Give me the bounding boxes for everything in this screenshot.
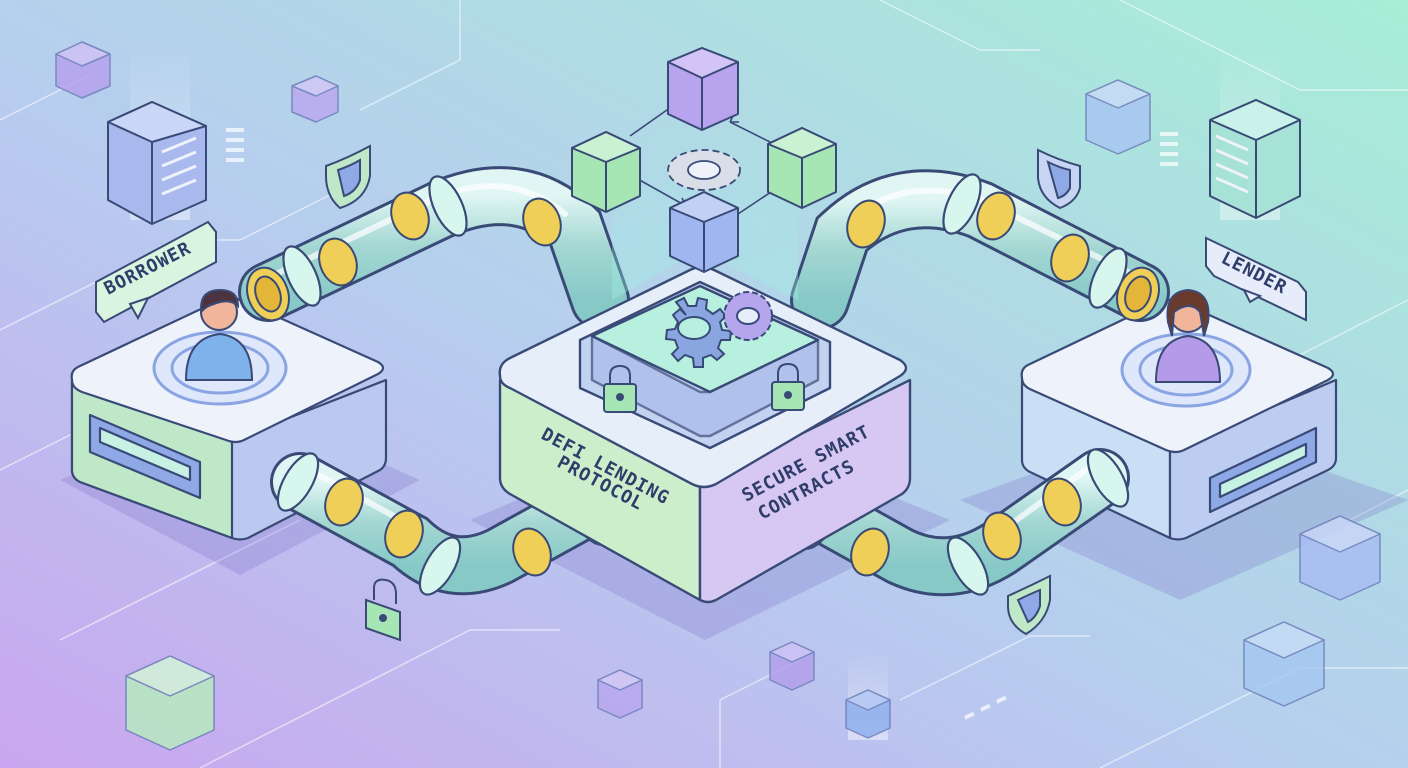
gear-icon — [667, 149, 741, 191]
coin-icon — [850, 527, 890, 577]
coin-icon — [1042, 477, 1082, 527]
cube-icon — [55, 41, 111, 99]
cube-icon — [669, 191, 739, 273]
shield-icon — [1037, 148, 1081, 210]
server-icon — [107, 101, 207, 225]
cube-icon — [597, 669, 643, 719]
coin-icon — [846, 199, 886, 249]
protocol-hub — [498, 265, 912, 604]
lock-icon — [603, 364, 637, 413]
cube-icon — [667, 47, 739, 131]
shield-icon — [325, 144, 371, 210]
cube-icon — [1299, 515, 1381, 601]
cube-icon — [1085, 79, 1151, 155]
cube-icon — [769, 641, 815, 691]
lock-icon — [365, 578, 401, 642]
lender-platform — [1020, 298, 1338, 541]
user-icon — [184, 288, 254, 381]
coin-icon — [324, 477, 364, 527]
coin-icon — [246, 266, 290, 322]
coin-icon — [982, 511, 1022, 561]
gear-icon — [664, 296, 733, 368]
coin-icon — [318, 237, 358, 287]
coins — [246, 191, 1160, 577]
cube-icon — [1243, 621, 1325, 707]
cube-icon — [291, 75, 339, 123]
coin-icon — [384, 509, 424, 559]
gear-icon — [723, 291, 773, 341]
decorative-cubes — [55, 41, 1381, 751]
cube-icon — [125, 655, 215, 751]
cube-icon — [845, 689, 891, 739]
server-icon — [1209, 99, 1301, 219]
shield-icon — [1007, 574, 1051, 636]
data-bits — [226, 128, 1178, 720]
coin-icon — [976, 191, 1016, 241]
coin-icon — [1116, 266, 1160, 322]
coin-icon — [390, 191, 430, 241]
cube-icon — [767, 127, 837, 209]
lock-icon — [771, 362, 805, 411]
coin-icon — [1050, 233, 1090, 283]
coin-icon — [522, 197, 562, 247]
user-icon — [1154, 288, 1222, 383]
coin-icon — [512, 527, 552, 577]
cube-icon — [571, 131, 641, 213]
